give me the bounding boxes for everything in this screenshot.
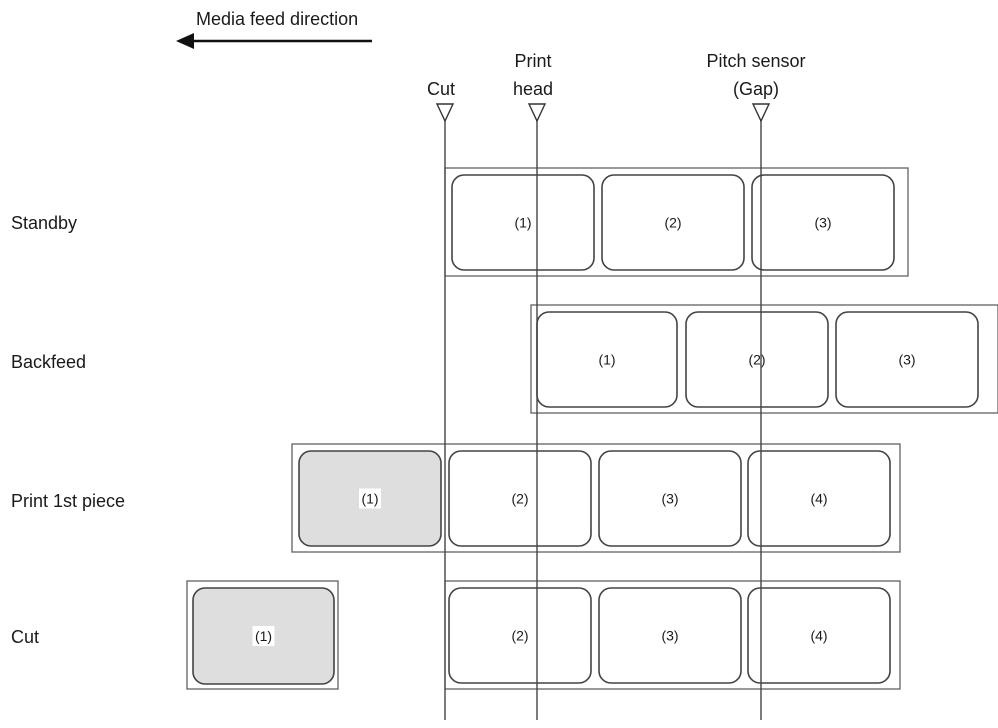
label-number: (2) bbox=[511, 628, 528, 644]
row-standby: Standby (1) (2) (3) bbox=[11, 167, 909, 277]
label-piece bbox=[751, 174, 895, 271]
label-number: (4) bbox=[810, 491, 827, 507]
print-head-label: Print bbox=[514, 51, 551, 71]
marker-cut: Cut bbox=[427, 79, 455, 720]
row-label: Standby bbox=[11, 213, 77, 233]
label-number: (3) bbox=[814, 215, 831, 231]
row-cut: Cut (1) (2) (3) (4) bbox=[11, 580, 901, 690]
label-number: (4) bbox=[810, 628, 827, 644]
label-piece bbox=[747, 450, 891, 547]
row-print-1st-piece: Print 1st piece (1) (2) (3) (4) bbox=[11, 443, 901, 553]
pitch-sensor-label: Pitch sensor bbox=[706, 51, 805, 71]
label-number: (1) bbox=[361, 491, 378, 507]
label-number: (3) bbox=[661, 491, 678, 507]
label-number: (2) bbox=[748, 352, 765, 368]
marker-print-head: Print head bbox=[513, 51, 553, 720]
rows-layer: Standby(1)(2)(3)Backfeed(1)(2)(3)Print 1… bbox=[11, 167, 998, 690]
label-number: (3) bbox=[661, 628, 678, 644]
print-head-triangle-icon bbox=[527, 103, 547, 123]
label-number: (3) bbox=[898, 352, 915, 368]
label-piece bbox=[601, 174, 745, 271]
label-number: (1) bbox=[255, 628, 272, 644]
row-backfeed: Backfeed (1) (2) (3) bbox=[11, 304, 998, 414]
pitch-sensor-triangle-icon bbox=[751, 103, 771, 123]
row-label: Print 1st piece bbox=[11, 491, 125, 511]
pitch-sensor-label: (Gap) bbox=[733, 79, 779, 99]
label-number-background bbox=[359, 488, 381, 509]
label-piece bbox=[747, 587, 891, 684]
label-piece bbox=[598, 450, 742, 547]
label-number: (1) bbox=[598, 352, 615, 368]
label-piece bbox=[685, 311, 829, 408]
label-piece bbox=[451, 174, 595, 271]
label-number: (2) bbox=[511, 491, 528, 507]
row-label: Cut bbox=[11, 627, 39, 647]
label-piece bbox=[598, 587, 742, 684]
markers-layer: Cut Print head Pitch sensor (Gap) bbox=[427, 51, 806, 720]
marker-pitch-sensor: Pitch sensor (Gap) bbox=[706, 51, 806, 720]
feed-direction-label: Media feed direction bbox=[196, 9, 358, 29]
print-head-label: head bbox=[513, 79, 553, 99]
cut-label: Cut bbox=[427, 79, 455, 99]
label-number: (2) bbox=[664, 215, 681, 231]
feed-direction-indicator: Media feed direction bbox=[176, 9, 372, 49]
label-number-background bbox=[252, 626, 275, 646]
label-piece bbox=[448, 450, 592, 547]
cut-triangle-icon bbox=[435, 103, 455, 123]
label-number: (1) bbox=[514, 215, 531, 231]
label-piece bbox=[448, 587, 592, 684]
feed-direction-arrowhead bbox=[176, 33, 194, 49]
label-piece bbox=[835, 311, 979, 408]
row-label: Backfeed bbox=[11, 352, 86, 372]
